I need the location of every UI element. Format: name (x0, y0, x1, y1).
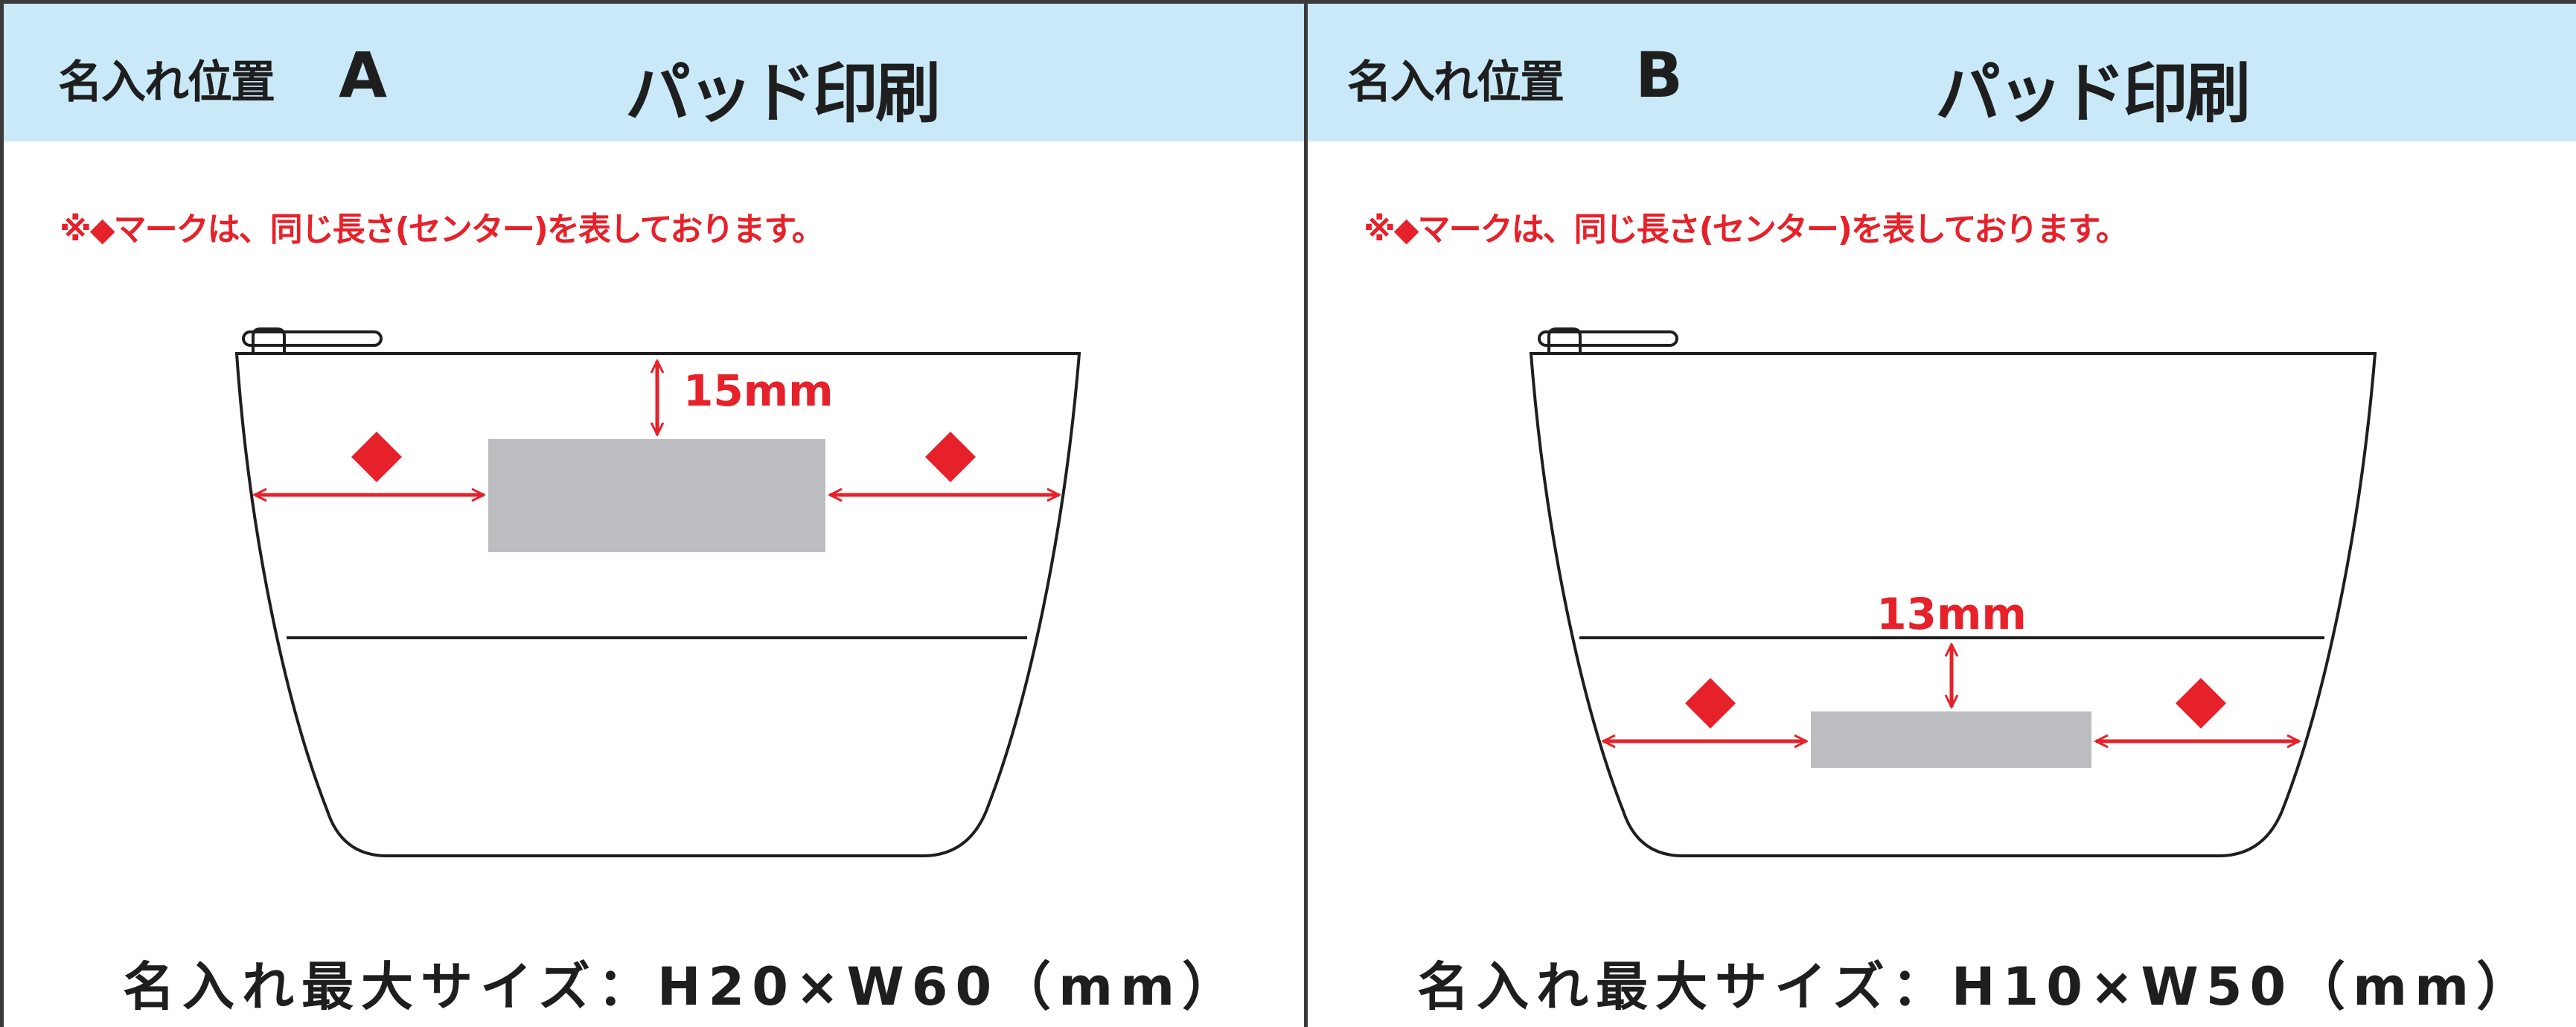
print-area (1811, 711, 2091, 768)
max-size-label: 名入れ最大サイズ：H20×W60（mm） (123, 956, 1242, 1017)
print-area (488, 439, 825, 552)
print-method-title: パッド印刷 (1935, 55, 2251, 132)
position-label: 名入れ位置 (1347, 57, 1565, 109)
equal-length-marker-right (2176, 678, 2226, 729)
top-offset-label: 15mm (683, 365, 834, 416)
print-method-title: パッド印刷 (625, 55, 941, 132)
pouch-diagram-a: 15mm (234, 327, 1081, 857)
position-letter: A (339, 39, 388, 112)
panel-position-a: 名入れ位置 A パッド印刷 ※◆マークは、同じ長さ(センター)を表しております。 (0, 0, 1305, 1017)
panel-a-header: 名入れ位置 A パッド印刷 (0, 0, 1305, 141)
max-size-label: 名入れ最大サイズ：H10×W50（mm） (1417, 956, 2537, 1017)
pouch-outline (234, 352, 1081, 857)
zipper-pull (1538, 327, 1678, 354)
top-offset-label: 13mm (1876, 589, 2027, 639)
position-label: 名入れ位置 (58, 57, 275, 109)
frame-top-border (0, 0, 2576, 4)
pouch-outline (1529, 352, 2377, 857)
equal-length-marker-left (1685, 678, 1736, 729)
frame-left-border (0, 0, 4, 1027)
marker-note: ※◆マークは、同じ長さ(センター)を表しております。 (1364, 211, 2129, 249)
panel-b-header: 名入れ位置 B パッド印刷 (1305, 0, 2576, 141)
pouch-diagram-b: 13mm (1529, 327, 2377, 857)
position-letter: B (1635, 39, 1684, 112)
equal-length-marker-left (351, 432, 402, 482)
panel-divider (1304, 0, 1308, 1027)
equal-length-marker-right (925, 432, 976, 482)
marker-note: ※◆マークは、同じ長さ(センター)を表しております。 (60, 211, 825, 249)
panel-position-b: 名入れ位置 B パッド印刷 ※◆マークは、同じ長さ(センター)を表しております。… (1305, 0, 2576, 1027)
zipper-pull (242, 327, 383, 354)
